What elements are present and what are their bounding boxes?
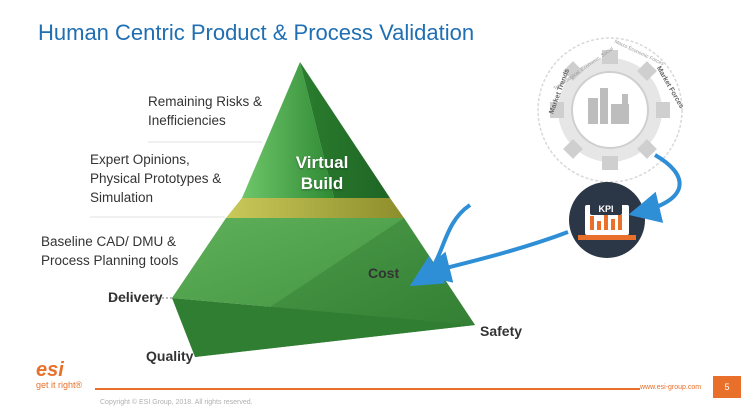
safety-label: Safety [480, 323, 523, 339]
pyramid-middle-band [226, 198, 404, 218]
arrow-kpi-to-cost [418, 230, 569, 283]
slide-title: Human Centric Product & Process Validati… [38, 20, 475, 45]
esi-logo: esi get it right® [36, 360, 82, 390]
page-number: 5 [713, 376, 741, 398]
pyramid-top-right-face [300, 62, 390, 198]
label-expert-opinions: Expert Opinions, Physical Prototypes & S… [90, 152, 222, 205]
pyramid-top-left-face [242, 62, 334, 198]
quality-label: Quality [146, 348, 194, 364]
pyramid-base-edge [172, 298, 475, 357]
arrow-to-kpi [628, 153, 682, 223]
footer-url[interactable]: www.esi-group.com [640, 384, 702, 391]
kpi-label: KPI [590, 203, 622, 215]
virtual-build-label: Virtual Build [295, 153, 349, 193]
cost-label: Cost [368, 265, 400, 281]
copyright-text: Copyright © ESI Group, 2018. All rights … [100, 399, 253, 406]
logo-mark: esi [36, 359, 64, 381]
kpi-badge [569, 182, 645, 258]
label-remaining-risks: Remaining Risks & Inefficiencies [148, 94, 263, 128]
delivery-label: Delivery [108, 289, 163, 305]
label-baseline-cad: Baseline CAD/ DMU & Process Planning too… [41, 234, 179, 268]
logo-tagline: get it right® [36, 380, 83, 390]
